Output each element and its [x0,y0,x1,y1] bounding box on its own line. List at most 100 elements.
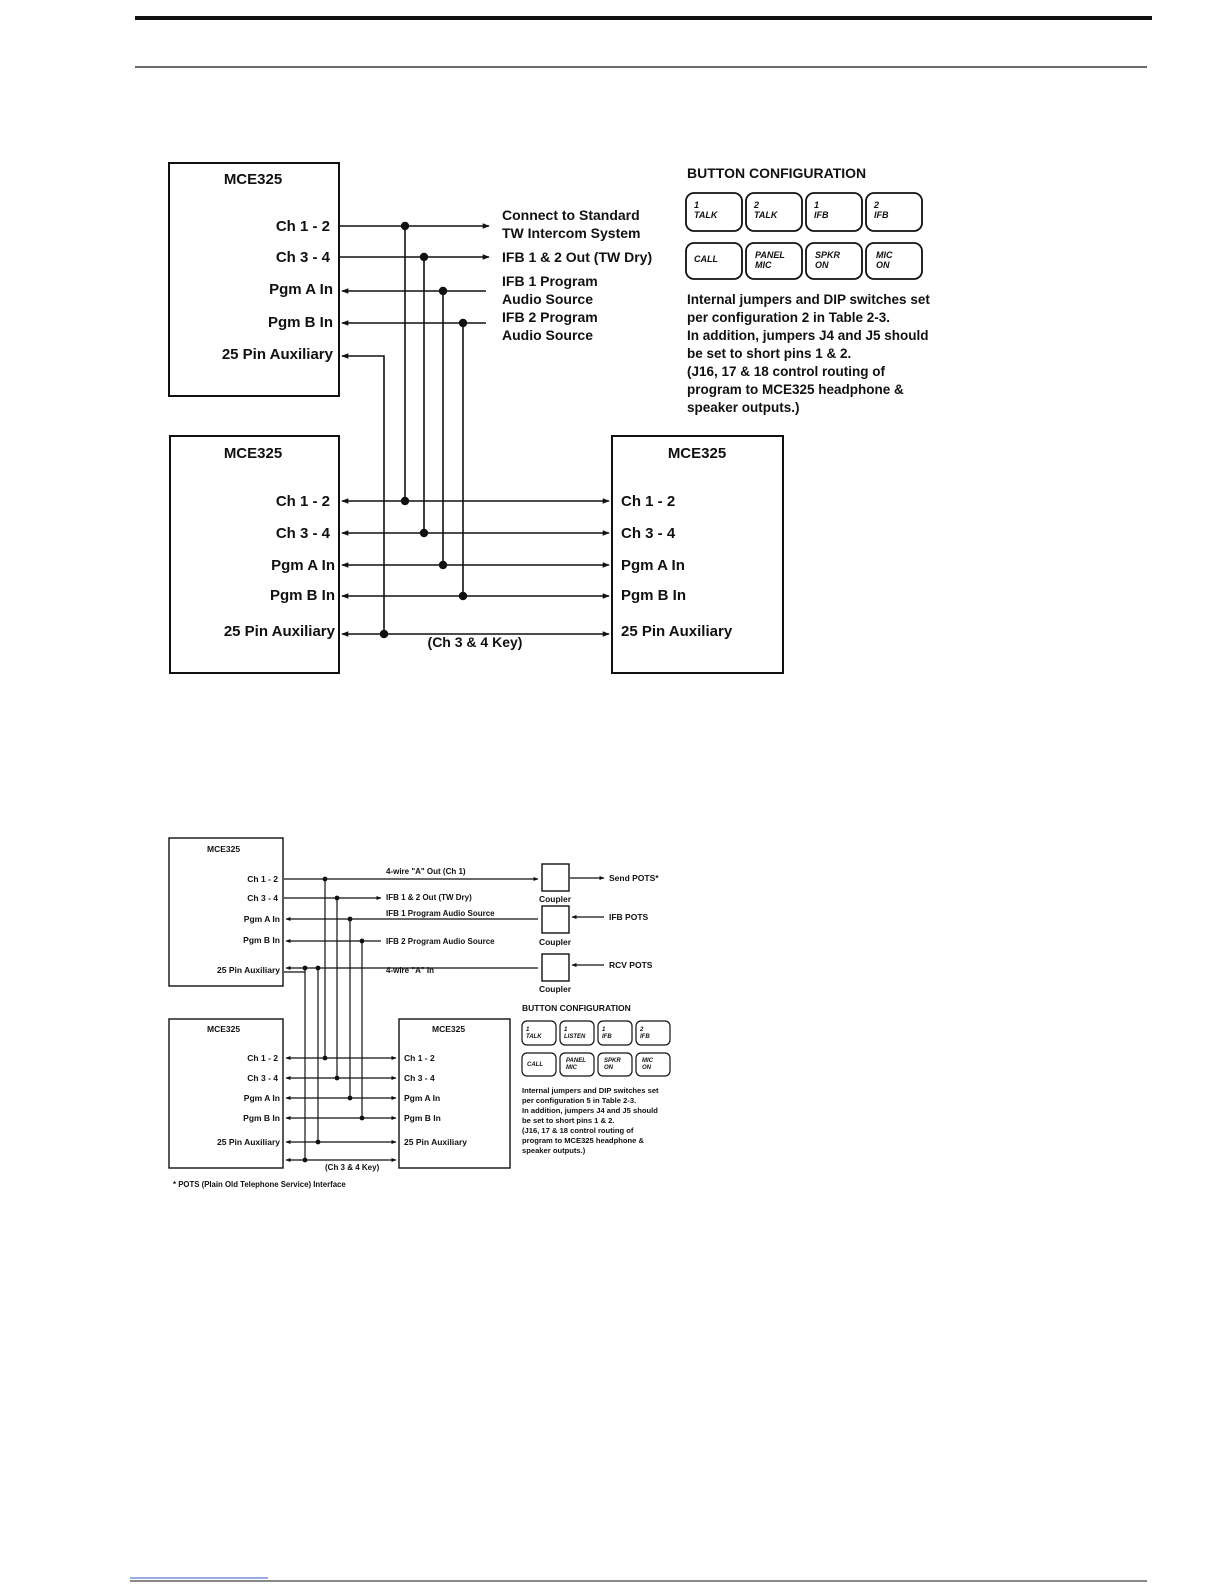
d1-unit-top-title: MCE325 [224,171,282,188]
d1-key-spkr-on-l1: SPKR [815,250,841,260]
d1-key-1-ifb-num: 1 [814,200,819,210]
d1-aux-link-label: (Ch 3 & 4 Key) [428,634,523,650]
d1-key-call [685,242,743,280]
d2-key-panel-mic-l2: MIC [566,1065,578,1071]
d2-junction-dot [334,895,340,901]
d2-send-pots-label: Send POTS* [609,873,659,883]
d2-unit-top-port-2: Ch 3 - 4 [247,893,278,903]
d1-ifb2-label-2: Audio Source [502,327,593,343]
d2-key-1-ifb-num: 1 [602,1027,606,1033]
d2-junction-dot [347,1095,353,1101]
d2-key-mic-on-l2: ON [642,1065,652,1071]
d2-button-row-2: CALL PANEL MIC SPKR ON MIC ON [521,1052,671,1077]
d1-junction-dot [400,221,410,231]
d1-key-panel-mic [745,242,803,280]
d2-key-spkr-on-l1: SPKR [604,1058,621,1064]
d2-unit-left-port-3: Pgm A In [244,1093,280,1103]
d1-aux-top-line [341,353,385,634]
d2-coupler-send-label: Coupler [539,894,572,904]
d1-unit-left-port-1: Ch 1 - 2 [276,493,330,510]
d2-unit-right-port-3: Pgm A In [404,1093,440,1103]
d1-unit-right-port-4: Pgm B In [621,587,686,604]
d2-note-line: speaker outputs.) [522,1146,586,1155]
d1-junction-dot [419,528,429,538]
d1-unit-right-title: MCE325 [668,445,726,462]
d2-key-1-ifb [597,1020,633,1046]
d1-note-line: per configuration 2 in Table 2-3. [687,310,890,325]
d1-junction-dot [438,560,448,570]
diagram-1: MCE325 Ch 1 - 2 Ch 3 - 4 Pgm A In Pgm B … [168,162,930,674]
d1-note-line: Internal jumpers and DIP switches set [687,292,930,307]
d1-unit-left-box [169,435,340,674]
d2-junction-dot [315,1139,321,1145]
d2-key-1-ifb-label: IFB [602,1034,612,1040]
d2-key-2-ifb-label: IFB [640,1034,650,1040]
d2-in-a-label: 4-wire "A" In [386,966,434,975]
d1-key-1-ifb-label: IFB [814,210,829,220]
d2-junction-dot [302,1157,308,1163]
d1-key-spkr-on-l2: ON [815,260,829,270]
d1-key-2-ifb [865,192,923,232]
d2-ifb-pots-label: IFB POTS [609,912,649,922]
d2-ifb1-src-label: IFB 1 Program Audio Source [386,909,495,918]
d1-key-mic-on-l2: ON [876,260,890,270]
d2-unit-top-port-1: Ch 1 - 2 [247,874,278,884]
d2-junction-dot [315,965,321,971]
d2-unit-right-box [398,1018,511,1169]
d1-tw-label-2: TW Intercom System [502,225,640,241]
d2-button-config-title: BUTTON CONFIGURATION [522,1003,631,1013]
d2-junction-dot [359,1115,365,1121]
d2-key-2-ifb-num: 2 [639,1027,644,1033]
d1-unit-left-title: MCE325 [224,445,282,462]
d2-unit-right-port-1: Ch 1 - 2 [404,1053,435,1063]
d2-unit-left-title: MCE325 [207,1024,240,1034]
d2-unit-left-port-4: Pgm B In [243,1113,280,1123]
d2-unit-right-port-5: 25 Pin Auxiliary [404,1137,467,1147]
d2-unit-left-port-5: 25 Pin Auxiliary [217,1137,280,1147]
d1-key-2-ifb-num: 2 [873,200,879,210]
d2-coupler-ifb-label: Coupler [539,937,572,947]
d2-note-line: In addition, jumpers J4 and J5 should [522,1106,658,1115]
d2-coupler-rcv-label: Coupler [539,984,572,994]
d1-key-spkr-on [805,242,863,280]
d1-ifb-out-label: IFB 1 & 2 Out (TW Dry) [502,249,652,265]
d2-note-line: (J16, 17 & 18 control routing of [522,1126,634,1135]
d2-unit-right-port-2: Ch 3 - 4 [404,1073,435,1083]
d1-junction-dot [438,286,448,296]
d2-out-a-label: 4-wire "A" Out (Ch 1) [386,867,466,876]
d2-unit-top-port-4: Pgm B In [243,935,280,945]
d1-junction-dot [419,252,429,262]
d1-unit-left-port-4: Pgm B In [270,587,335,604]
d1-button-row-2: CALL PANEL MIC SPKR ON MIC ON [685,242,923,280]
d1-junction-dot [458,591,468,601]
d2-junction-dot [334,1075,340,1081]
d2-key-1-talk-num: 1 [526,1027,530,1033]
d1-key-1-talk-label: TALK [694,210,719,220]
d1-key-1-talk-num: 1 [694,200,699,210]
d2-coupler-rcv-box [541,953,570,982]
d2-config-note: Internal jumpers and DIP switches set pe… [522,1086,659,1155]
d2-key-panel-mic-l1: PANEL [566,1058,586,1064]
d2-aux-link-label: (Ch 3 & 4 Key) [325,1163,380,1172]
d2-rcv-pots-label: RCV POTS [609,960,653,970]
d1-key-1-talk [685,192,743,232]
d2-junction-dot [322,876,328,882]
diagram-2: MCE325 Ch 1 - 2 Ch 3 - 4 Pgm A In Pgm B … [168,837,671,1189]
d2-unit-right-port-4: Pgm B In [404,1113,441,1123]
d2-key-1-listen-num: 1 [564,1027,568,1033]
d1-note-line: In addition, jumpers J4 and J5 should [687,328,929,343]
d2-key-panel-mic [559,1052,595,1077]
d1-unit-right-box [611,435,784,674]
d1-key-2-talk-label: TALK [754,210,779,220]
d2-key-spkr-on [597,1052,633,1077]
d1-unit-right-port-1: Ch 1 - 2 [621,493,675,510]
d1-ifb1-label-2: Audio Source [502,291,593,307]
d2-key-call-label: CALL [527,1062,543,1068]
d2-key-1-talk-label: TALK [526,1034,542,1040]
d2-ifb-out-label: IFB 1 & 2 Out (TW Dry) [386,893,472,902]
d2-key-mic-on-l1: MIC [642,1058,654,1064]
d2-junction-dot [347,916,353,922]
d1-unit-left-port-5: 25 Pin Auxiliary [224,623,336,640]
d1-note-line: speaker outputs.) [687,400,800,415]
